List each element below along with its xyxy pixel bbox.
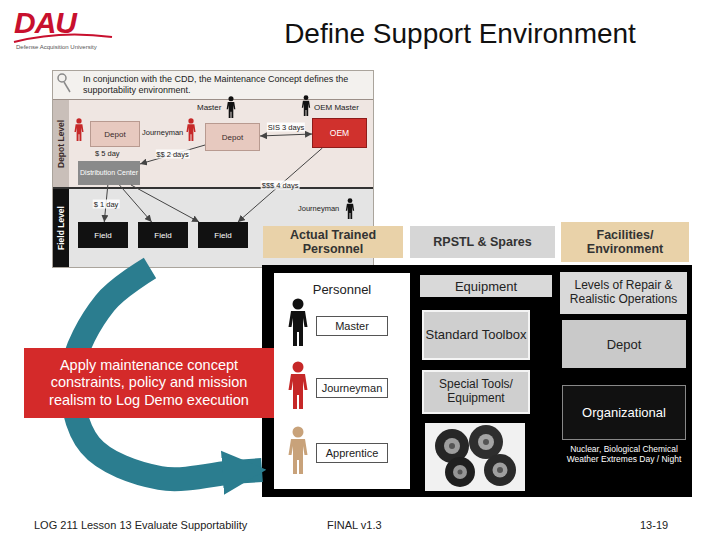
flow-line xyxy=(260,134,312,136)
node-text: Facilities/ Environment xyxy=(561,228,689,257)
person-icon xyxy=(289,362,308,410)
callout-box: Apply maintenance concept constraints, p… xyxy=(24,348,274,418)
oem-box: OEM xyxy=(312,118,367,148)
person-icon xyxy=(289,299,308,347)
flow-line xyxy=(119,185,151,222)
node-text: Equipment xyxy=(455,279,517,294)
node-text: Journeyman xyxy=(322,382,383,394)
flow-arrow xyxy=(72,268,262,479)
field-box: Field xyxy=(198,222,248,248)
distribution-box: Distribution Center xyxy=(78,161,140,185)
equipment-box: Special Tools/ Equipment xyxy=(422,370,530,414)
tires-illustration xyxy=(425,423,525,491)
person-icon xyxy=(346,198,354,219)
edge-label: $$ 2 days xyxy=(155,150,190,159)
depot-box: Depot xyxy=(205,123,260,151)
repair-level-box: Depot xyxy=(562,320,686,368)
personnel-box: Master xyxy=(316,316,388,336)
edge-group xyxy=(72,134,323,479)
node-text: In conjunction with the CDD, the Mainten… xyxy=(83,74,369,96)
field-box: Field xyxy=(78,222,128,248)
person-icon xyxy=(74,118,83,141)
level-band: Depot Level Depot Depot OEM Distribution Cen… xyxy=(53,99,373,187)
node-text: Field xyxy=(154,231,171,240)
person-icon xyxy=(186,118,195,141)
node-text: Apprentice xyxy=(326,447,379,459)
key-icon xyxy=(58,74,70,92)
node-text: Depot Level xyxy=(53,100,69,187)
role-label: Journeyman xyxy=(142,128,183,137)
node-text: Special Tools/ Equipment xyxy=(424,378,528,406)
column-subheader: Levels of Repair & Realistic Operations xyxy=(560,272,687,314)
node-text: Field Level xyxy=(53,189,69,267)
node-text: Master xyxy=(335,320,369,332)
equipment-box: Standard Toolbox xyxy=(422,310,530,360)
repair-level-box: Organizational xyxy=(562,385,686,440)
node-text: Standard Toolbox xyxy=(426,328,527,343)
node-text: Depot xyxy=(607,337,642,352)
node-text: Field xyxy=(94,231,111,240)
personnel-box: Journeyman xyxy=(316,378,388,398)
field-box: Field xyxy=(138,222,188,248)
node-text: Apply maintenance concept constraints, p… xyxy=(28,357,270,409)
node-text: Field xyxy=(214,231,231,240)
node-text: Distribution Center xyxy=(80,169,138,177)
column-header: RPSTL & Spares xyxy=(410,226,555,258)
node-text: Actual Trained Personnel xyxy=(263,228,403,256)
node-text: Depot xyxy=(222,133,243,142)
person-icon xyxy=(289,427,308,475)
role-label: Master xyxy=(197,103,221,112)
node-text: Depot xyxy=(104,130,125,139)
flow-line xyxy=(131,185,199,222)
edge-label: $ 1 day xyxy=(93,199,120,208)
node-text: Organizational xyxy=(582,405,666,420)
footer-text: FINAL v1.3 xyxy=(327,519,382,531)
column-header: Facilities/ Environment xyxy=(561,222,689,262)
footer-text: LOG 211 Lesson 13 Evaluate Supportabilit… xyxy=(34,519,247,531)
personnel-box: Apprentice xyxy=(316,443,388,463)
edge-label: $$$ 4 days xyxy=(261,181,300,190)
depot-box: Depot xyxy=(90,121,140,147)
column-subheader: Equipment xyxy=(420,275,552,297)
person-icon xyxy=(227,96,236,118)
page-number: 13-19 xyxy=(640,519,668,531)
flow-line xyxy=(140,145,205,164)
role-label: Journeyman xyxy=(298,204,339,213)
person-icon xyxy=(302,95,310,116)
column-header: Actual Trained Personnel xyxy=(263,226,403,258)
edge-label: SIS 3 days xyxy=(267,123,305,132)
node-text: OEM xyxy=(330,128,349,138)
node-text: RPSTL & Spares xyxy=(433,235,531,249)
logo-text: DAU xyxy=(14,6,76,40)
logo-subtext: Defense Acquisition University xyxy=(16,44,97,50)
slide-title: Define Support Environment xyxy=(230,18,690,50)
cost-label: $ 5 day xyxy=(95,149,120,158)
node-text: Levels of Repair & Realistic Operations xyxy=(560,279,687,307)
role-label: OEM Master xyxy=(314,103,359,112)
environment-note: Nuclear, Biological Chemical Weather Ext… xyxy=(562,444,686,464)
